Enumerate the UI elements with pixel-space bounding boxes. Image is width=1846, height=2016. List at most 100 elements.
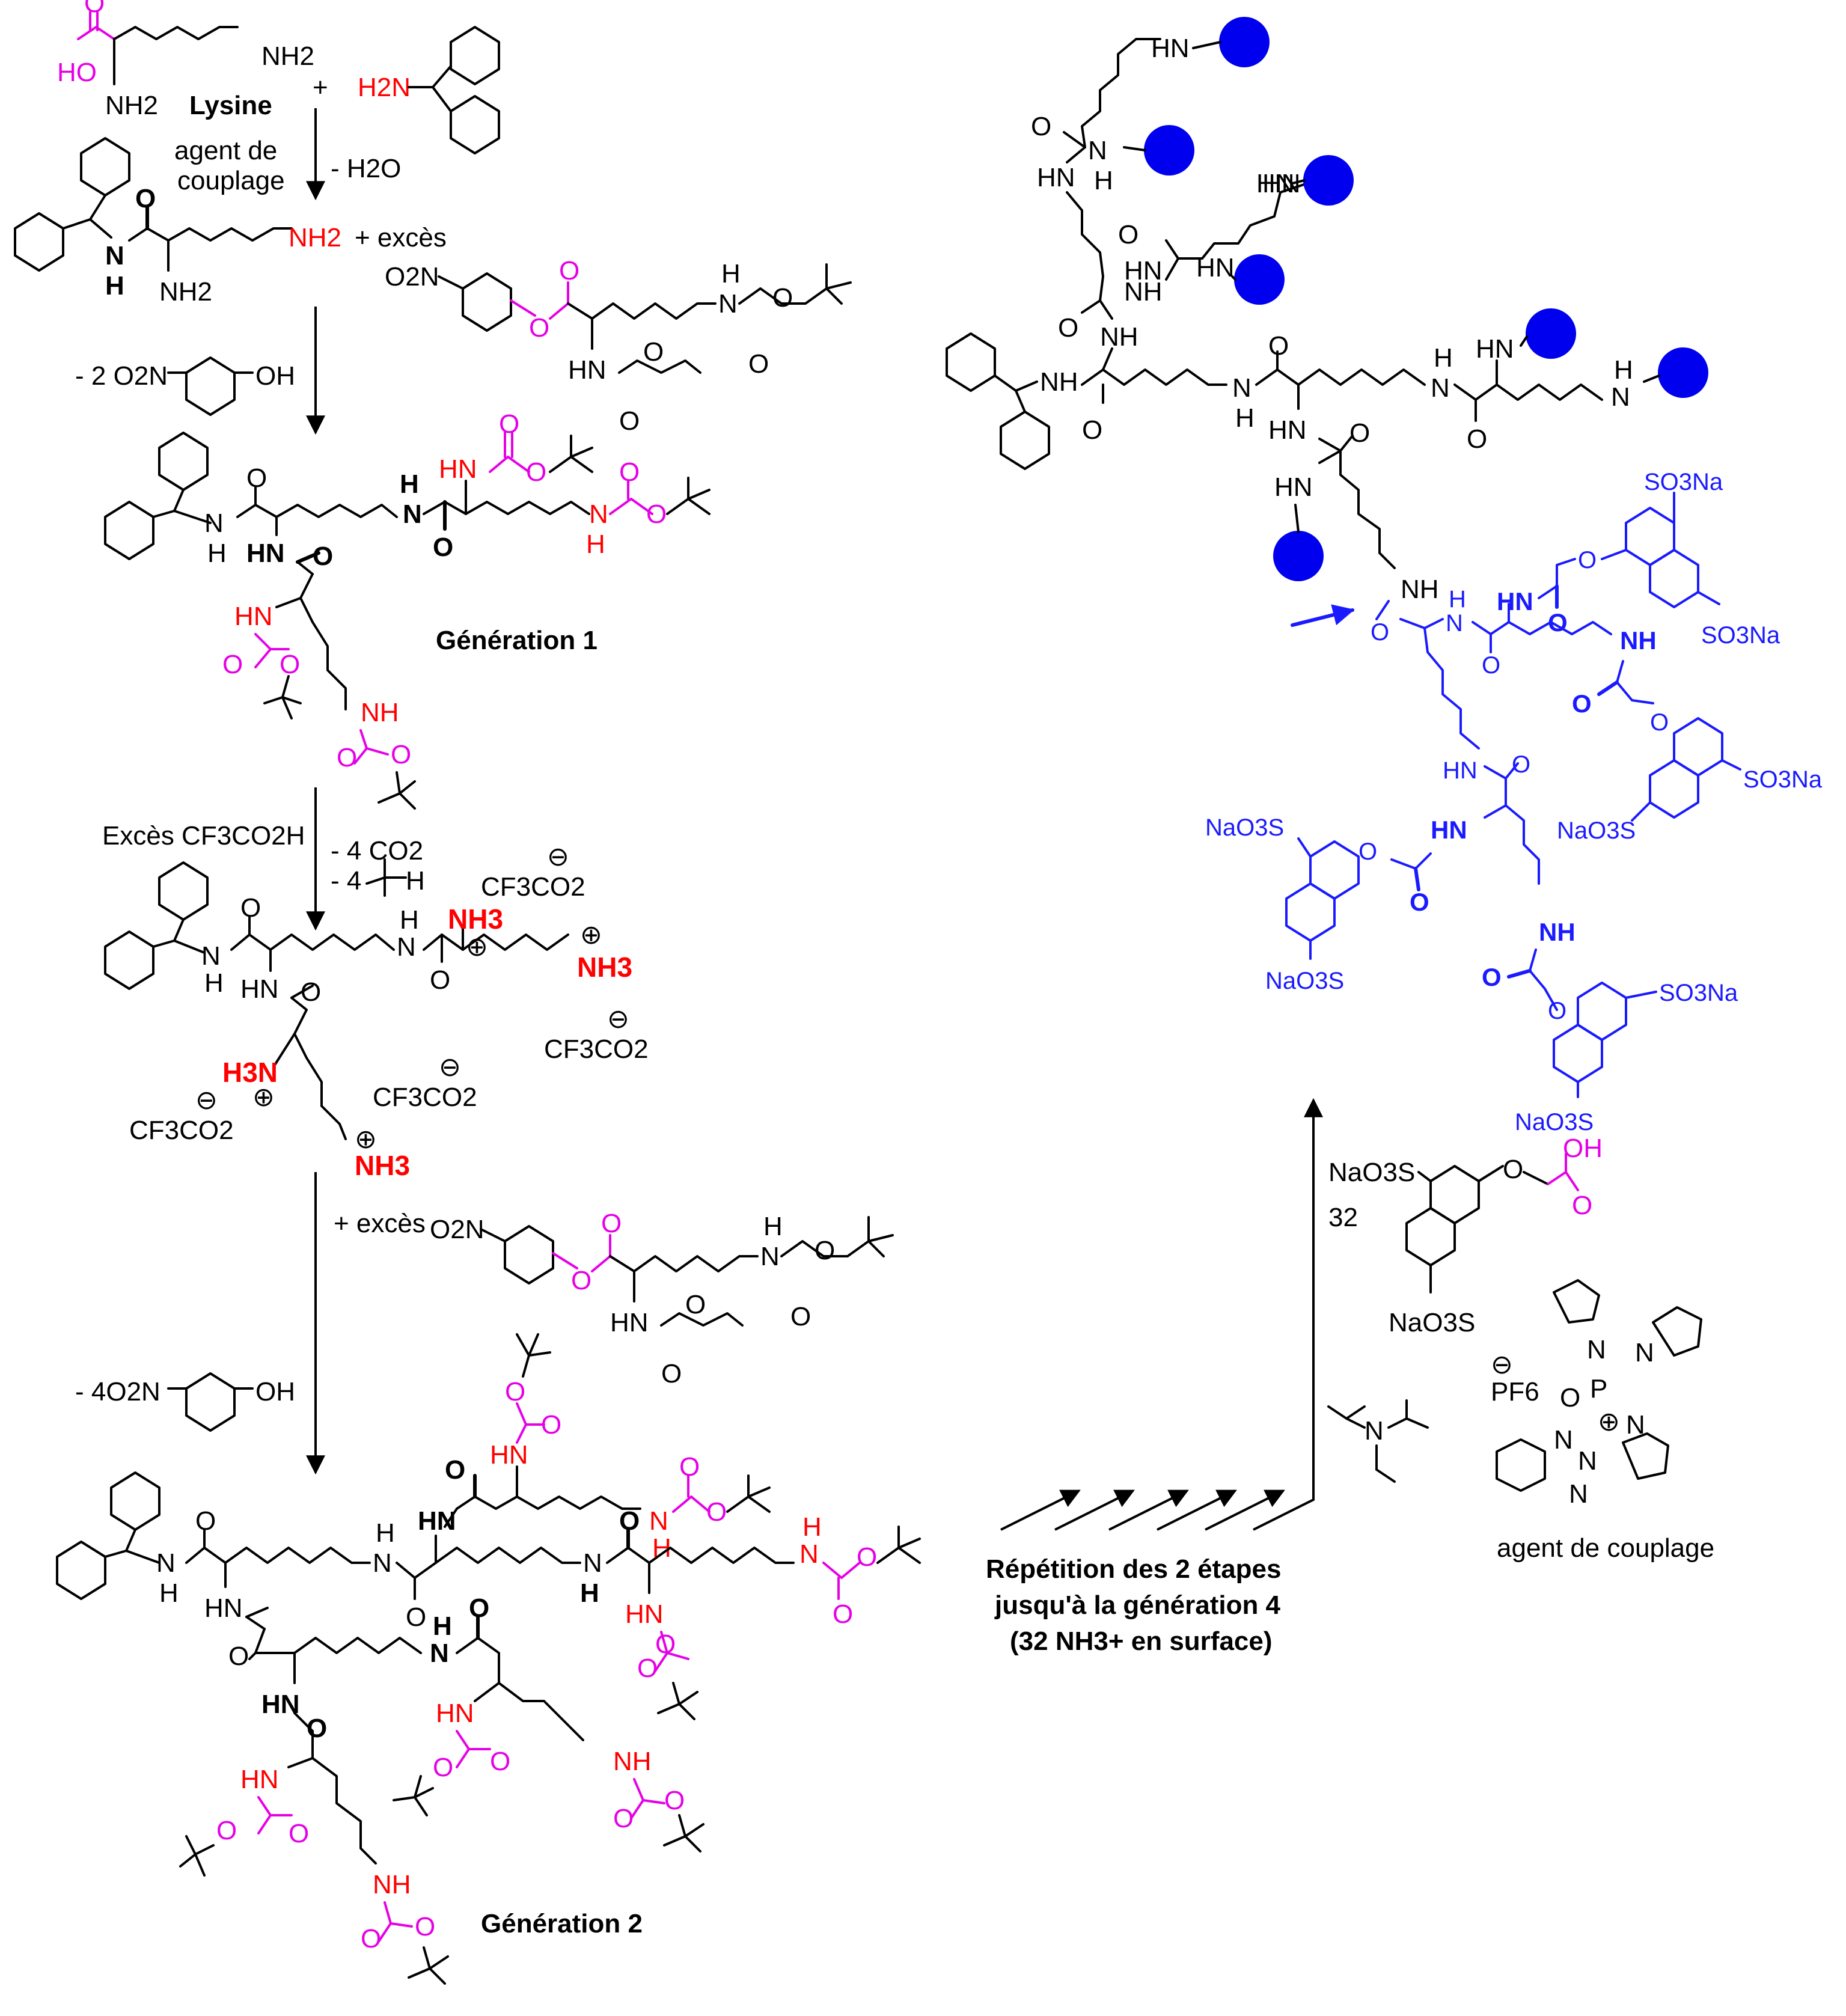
activated-boc-lysine-ester-2: O2N O O HN N H O O O O <box>430 1209 894 1388</box>
salt-plus-right: ⊕ <box>580 920 602 950</box>
g2-hn-alpha: HN <box>204 1593 243 1623</box>
final-hn-down2: HN <box>1274 472 1313 502</box>
g2-h-core: H <box>159 1578 179 1608</box>
plus-sign: + <box>313 73 328 102</box>
blue-o-8: O <box>1410 888 1429 916</box>
generation-2-dendron: N H O HN N H O HN O HN O O N H O O <box>56 1333 921 1985</box>
final-o-2: O <box>1268 331 1289 361</box>
byproduct-nitrophenol-1: - 2 O2N OH <box>75 356 295 416</box>
final-o-g3: O <box>1031 112 1051 141</box>
final-h-4: H <box>1614 355 1633 385</box>
salt-plus-top: ⊕ <box>466 932 488 962</box>
final-n-2: N <box>1431 373 1450 403</box>
salt-n-eps: N <box>397 932 416 962</box>
lysine-o: O <box>84 0 105 18</box>
ester2-o2n: O2N <box>430 1215 484 1244</box>
blue-o-4: O <box>1578 547 1597 573</box>
nitrophenol-oh-1: OH <box>255 361 295 391</box>
deprotected-ammonium-dendron: N H O HN N H O NH3 ⊕ NH3 ⊕ ⊖ CF3CO2 ⊖ CF… <box>104 842 649 1181</box>
coupling-agent-line1: agent de <box>174 136 277 165</box>
product1-nh2-end: NH2 <box>289 223 341 252</box>
pybop-o: O <box>1560 1383 1580 1413</box>
coupling-agent-label: agent de couplage <box>1497 1533 1714 1563</box>
surface-sphere-5 <box>1526 308 1576 359</box>
blue-nh-6: NH <box>1539 918 1576 946</box>
final-hn-low: HN <box>1124 256 1163 286</box>
generation-2-label: Génération 2 <box>481 1909 643 1938</box>
salt-nh3-top: NH3 <box>448 903 503 935</box>
g1-o-core: O <box>246 463 267 493</box>
g2-n-mid: N <box>583 1548 602 1578</box>
reagent-count: 32 <box>1328 1203 1358 1232</box>
g2-hn-down: HN <box>261 1690 300 1719</box>
g2-hn-bottom: HN <box>240 1765 279 1794</box>
blue-hn-5: HN <box>1431 816 1467 844</box>
g2-h-down-right: H <box>433 1611 452 1641</box>
salt-minus-1: ⊖ <box>547 842 569 872</box>
salt-o-core: O <box>240 893 261 923</box>
ester1-o-alpha: O <box>619 406 640 436</box>
salt-plus-down: ⊕ <box>252 1083 275 1112</box>
blue-o-9: O <box>1359 838 1377 865</box>
diisopropylethylamine: N <box>1327 1399 1429 1483</box>
final-nh-g1: NH <box>1100 322 1138 352</box>
final-n-4: N <box>1611 382 1630 412</box>
blue-nao3s-8: NaO3S <box>1515 1109 1594 1135</box>
plus-excess-label: + excès <box>334 1209 426 1238</box>
blue-o-6: O <box>1650 709 1669 736</box>
final-h-1: H <box>1235 403 1255 433</box>
blue-o-1: O <box>1371 619 1389 646</box>
blue-o-11: O <box>1548 998 1566 1024</box>
final-nh-linkage: NH <box>1401 575 1439 604</box>
ester1-o-eps: O <box>748 349 769 379</box>
surface-sphere-3 <box>1303 155 1354 206</box>
g1-nh-bottom: NH <box>361 698 399 727</box>
minus-4-isobutane: - 4 <box>331 866 361 896</box>
final-nh-g2: NH <box>1124 277 1163 307</box>
final-hn-g3: HN <box>1037 163 1075 192</box>
blue-h-1: H <box>1449 586 1466 612</box>
g1-n-eps: N <box>403 499 422 529</box>
g2-o-right-boc: O <box>857 1542 877 1572</box>
lysine-ho: HO <box>57 58 97 87</box>
g1-o-right-boc: O <box>646 499 667 529</box>
repetition-arrows <box>1000 1098 1323 1531</box>
salt-cf3co2-2: CF3CO2 <box>544 1034 649 1064</box>
g2-h-right: H <box>802 1512 822 1542</box>
pf6-label: PF6 <box>1491 1377 1539 1407</box>
g2-o-down: O <box>228 1642 249 1671</box>
blue-o-10: O <box>1482 963 1502 991</box>
surface-sphere-6 <box>1658 347 1708 398</box>
product1-nh2-alpha: NH2 <box>159 277 212 307</box>
blue-o-2: O <box>1482 652 1500 679</box>
final-dendrimer: NH O N H O N H O HN N H NH O NH O HN HN … <box>946 17 1823 1135</box>
g1-h-core: H <box>207 539 227 568</box>
pybop-n2: N <box>1635 1338 1654 1367</box>
ester2-o-boc-eps: O <box>815 1236 835 1265</box>
g1-hn-alpha: HN <box>246 539 285 568</box>
g1-h-eps: H <box>400 469 419 499</box>
ester2-hn-alpha: HN <box>610 1308 649 1337</box>
reagent-o-carbonyl: O <box>1572 1191 1592 1220</box>
g1-o-down: O <box>313 542 333 571</box>
amide-h: H <box>105 271 124 301</box>
blue-o-3: O <box>1548 608 1568 637</box>
final-hn-top: HN <box>1151 34 1190 63</box>
excess-label-1: + excès <box>355 223 447 252</box>
pybop-plus: ⊕ <box>1598 1407 1620 1437</box>
lysine-nh2-alpha: NH2 <box>105 91 158 120</box>
final-nh-core: NH <box>1040 367 1078 397</box>
g2-o-top-boc: O <box>505 1377 525 1407</box>
minus-4-nitrophenol: - 4O2N <box>75 1377 160 1407</box>
nitrophenol-oh-2: OH <box>255 1377 295 1407</box>
salt-cf3co2-4: CF3CO2 <box>129 1116 234 1145</box>
ester2-o-eps: O <box>790 1302 811 1331</box>
blue-nh-3: NH <box>1620 626 1657 655</box>
final-o-g2: O <box>1118 220 1138 249</box>
amide-nh: N <box>105 241 124 270</box>
g2-n-eps: N <box>373 1548 392 1578</box>
salt-h-eps: H <box>400 905 419 935</box>
repeat-line3: (32 NH3+ en surface) <box>1010 1627 1273 1656</box>
g2-o-dre-carbonyl: O <box>613 1804 634 1833</box>
